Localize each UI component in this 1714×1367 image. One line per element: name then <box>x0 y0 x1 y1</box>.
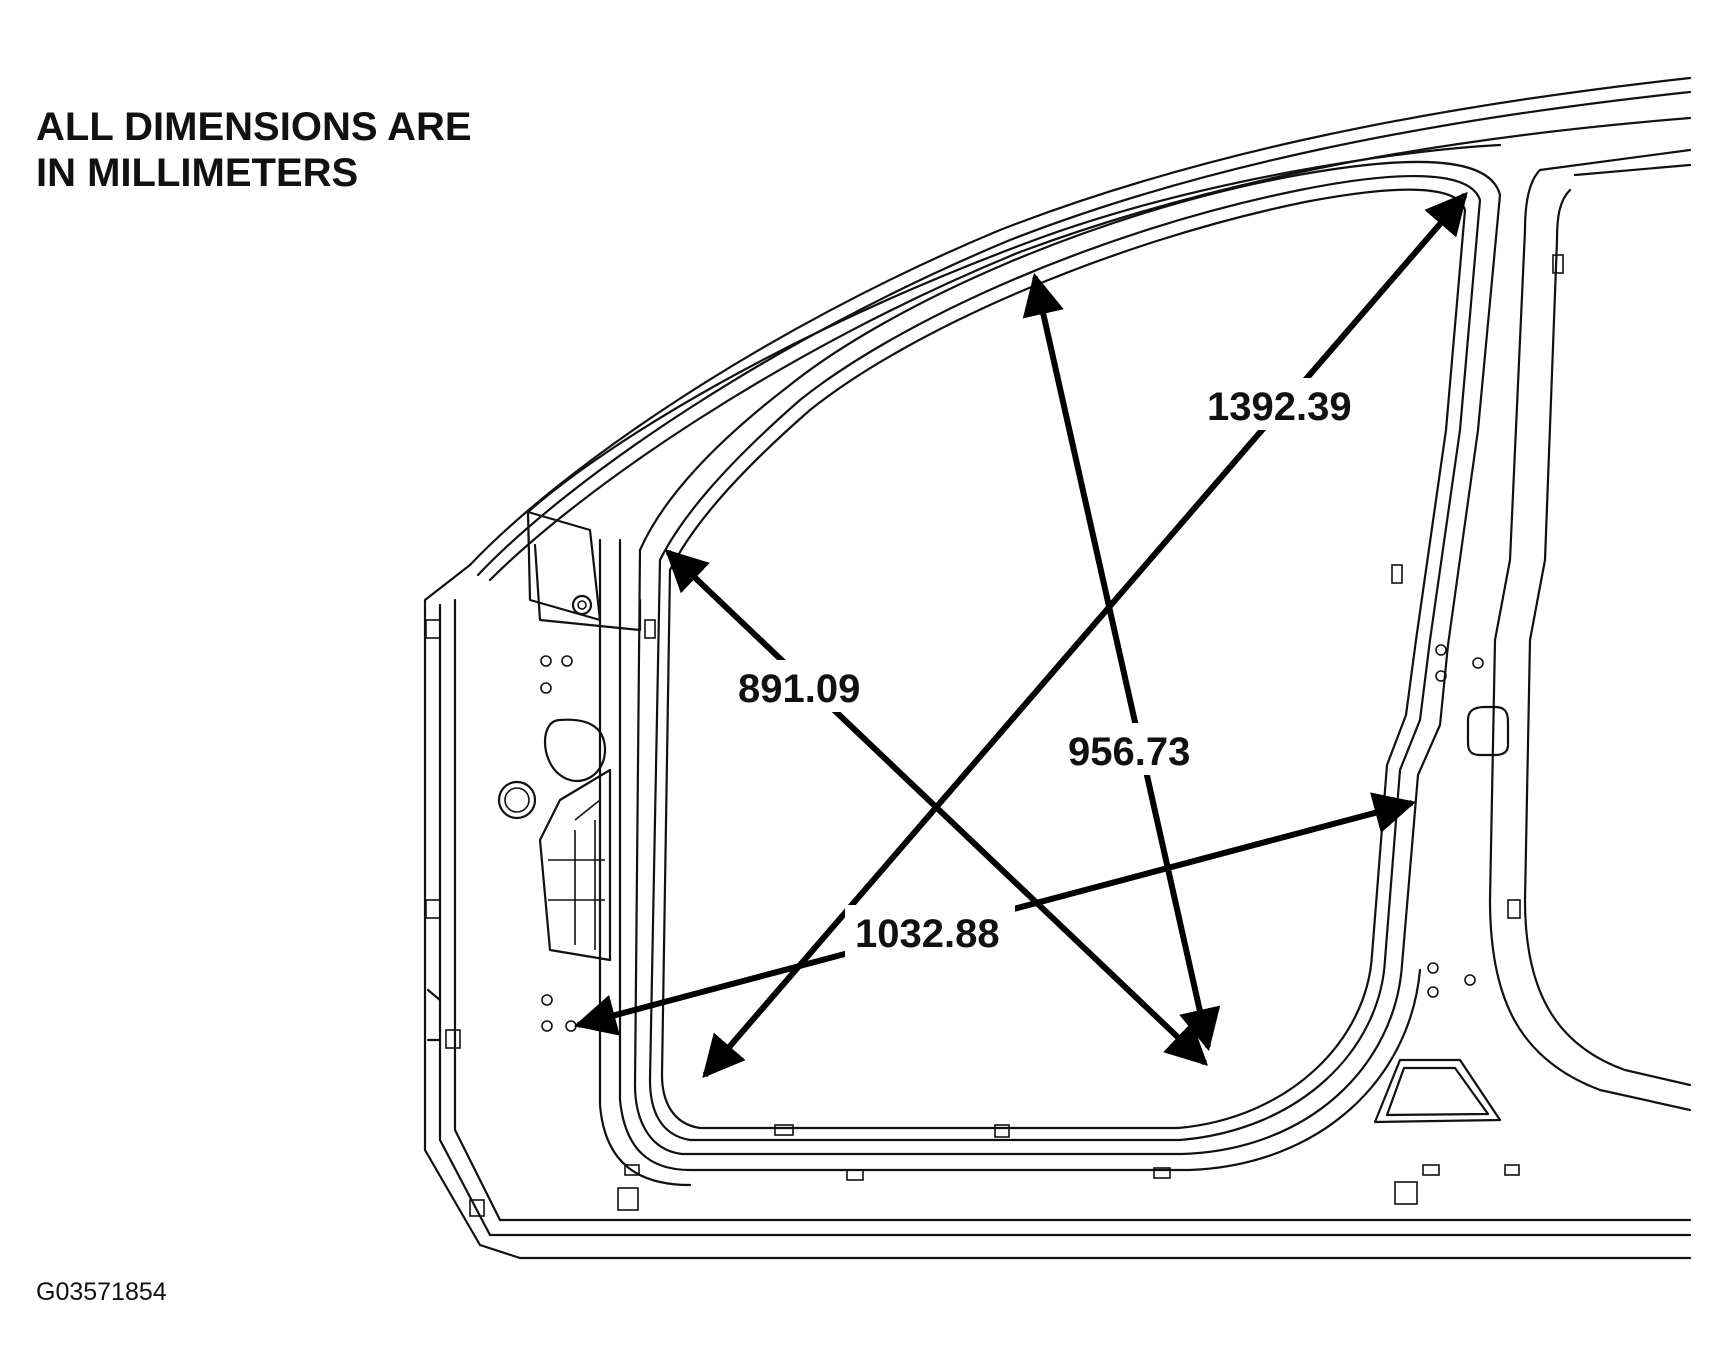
dimension-units-note: ALL DIMENSIONS ARE IN MILLIMETERS <box>36 104 472 196</box>
arrow-1392 <box>702 191 1468 1079</box>
dimension-label-891: 891.09 <box>738 667 860 711</box>
note-line-1: ALL DIMENSIONS ARE <box>36 105 472 149</box>
dimension-arrows <box>573 191 1468 1079</box>
figure-id: G03571854 <box>36 1278 167 1306</box>
note-line-2: IN MILLIMETERS <box>36 151 359 195</box>
arrow-891 <box>664 549 1209 1066</box>
dimension-label-956: 956.73 <box>1068 730 1190 774</box>
dimension-label-1032: 1032.88 <box>855 912 1000 956</box>
dimension-label-1392: 1392.39 <box>1207 385 1352 429</box>
